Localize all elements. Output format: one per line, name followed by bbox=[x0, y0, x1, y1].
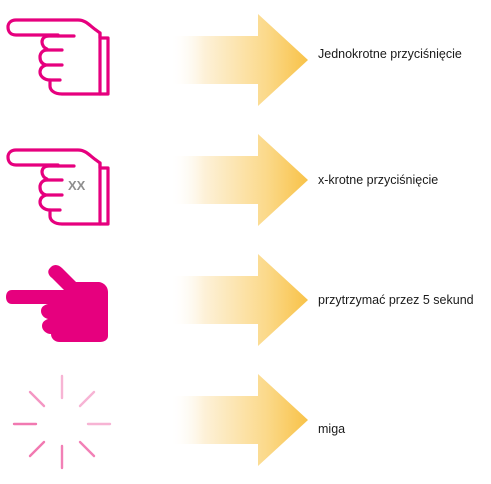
right-arrow-icon bbox=[170, 374, 308, 466]
legend-label: miga bbox=[318, 422, 346, 436]
legend-label: Jednokrotne przyciśnięcie bbox=[318, 47, 462, 61]
legend-row-hold: przytrzymać przez 5 sekund bbox=[0, 248, 491, 358]
legend-row-blink: miga bbox=[0, 368, 491, 478]
blink-burst-icon bbox=[12, 374, 112, 470]
legend-row-multi-press: XX x-krotne przyciśnięcie bbox=[0, 128, 491, 238]
pointing-hand-outline-icon bbox=[6, 18, 110, 96]
pointing-hand-solid-icon bbox=[6, 265, 108, 342]
right-arrow-icon bbox=[170, 254, 308, 346]
right-arrow-icon bbox=[170, 14, 308, 106]
xx-mark: XX bbox=[68, 178, 86, 193]
legend-label: przytrzymać przez 5 sekund bbox=[318, 293, 474, 307]
legend-label: x-krotne przyciśnięcie bbox=[318, 173, 439, 187]
legend-row-single-press: Jednokrotne przyciśnięcie bbox=[0, 8, 491, 118]
pointing-hand-xx-icon: XX bbox=[6, 148, 110, 226]
right-arrow-icon bbox=[170, 134, 308, 226]
